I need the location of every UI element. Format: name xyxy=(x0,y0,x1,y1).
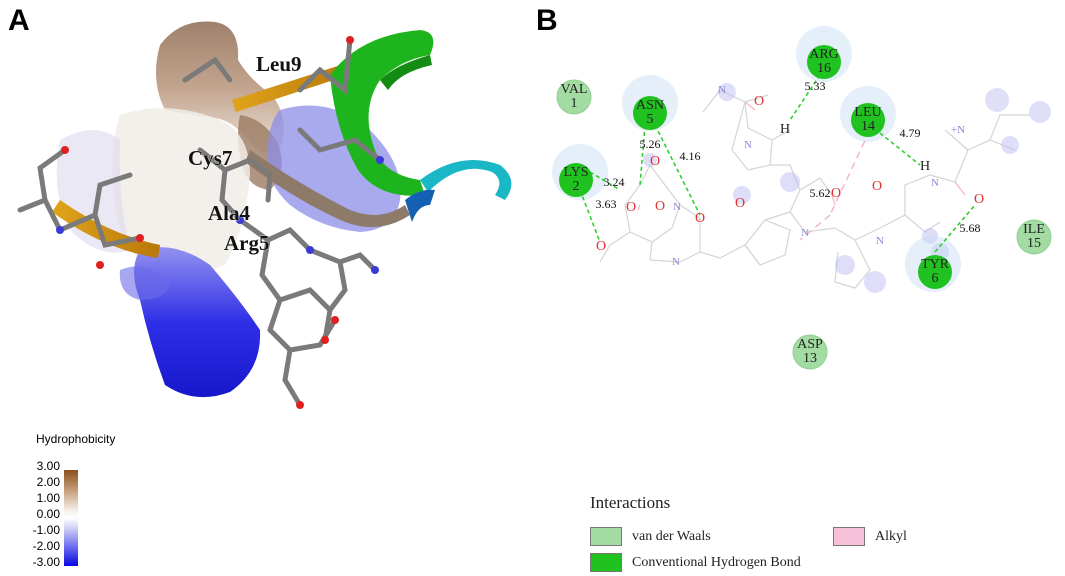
residue-node-val1: VAL 1 xyxy=(556,79,592,115)
hydro-tick: 0.00 xyxy=(36,507,60,521)
hydro-tick: 1.00 xyxy=(36,491,60,505)
legend-item-hbond: Conventional Hydrogen Bond xyxy=(590,553,801,572)
green-helix-edge xyxy=(380,55,432,90)
distance-label: 5.68 xyxy=(960,221,981,235)
atom-label: O xyxy=(596,239,606,254)
distance-label: 5.62 xyxy=(810,186,831,200)
atom-label: N xyxy=(931,177,939,189)
hydrophobicity-color-bar xyxy=(64,470,78,566)
residue-number: 16 xyxy=(817,61,831,76)
residue-name: ASN xyxy=(636,98,664,113)
residue-number: 6 xyxy=(932,271,939,286)
atom-label: O xyxy=(735,196,745,211)
atom-label: H xyxy=(780,122,790,137)
surface-hydrophilic-lower-left xyxy=(119,266,170,300)
distance-label: 4.16 xyxy=(680,149,701,163)
legend-label: van der Waals xyxy=(632,528,711,544)
residue-label-arg5: Arg5 xyxy=(224,231,270,255)
atom-label: O xyxy=(831,186,841,201)
binding-scene-3d: Leu9 Cys7 Ala4 Arg5 xyxy=(17,21,512,409)
atom-label: H xyxy=(920,159,930,174)
blue-tube xyxy=(405,189,435,222)
atom-label: N xyxy=(744,139,752,151)
distance-label: 3.24 xyxy=(604,175,625,189)
hydro-tick: -2.00 xyxy=(32,539,60,553)
panel-label-b: B xyxy=(536,4,558,37)
residue-label-ala4: Ala4 xyxy=(208,201,251,225)
distance-label: 5.33 xyxy=(805,79,826,93)
atom-label: O xyxy=(655,199,665,214)
legend-item-alkyl: Alkyl xyxy=(833,527,907,546)
legend-swatch-hbond xyxy=(590,553,622,572)
residue-name: ILE xyxy=(1023,222,1045,237)
distance-label: 4.79 xyxy=(900,126,921,140)
legend-label: Conventional Hydrogen Bond xyxy=(632,554,801,570)
legend-label: Alkyl xyxy=(875,528,907,544)
ligand-skeleton xyxy=(599,89,1030,289)
hydrophobicity-title: Hydrophobicity xyxy=(36,432,116,446)
brown-tube xyxy=(245,150,410,228)
residue-node-asp13: ASP 13 xyxy=(792,334,828,370)
cyan-tube xyxy=(420,160,512,200)
residue-name: TYR xyxy=(921,257,950,272)
interaction-diagram-2d: N O H H N O O O O O O N O N O N N +N N O… xyxy=(552,26,1052,370)
residue-node-tyr6: TYR 6 xyxy=(918,255,952,289)
residue-number: 5 xyxy=(647,112,654,127)
residue-node-arg16: ARG 16 xyxy=(807,45,841,79)
distance-label: 3.63 xyxy=(596,197,617,211)
gold-strand-left xyxy=(52,200,160,258)
alkyl-lines xyxy=(799,129,871,241)
atom-label: O xyxy=(695,211,705,226)
legend-title: Interactions xyxy=(590,493,671,512)
surface-hydrophilic-bottom xyxy=(134,247,261,398)
residue-number: 2 xyxy=(573,179,580,194)
hydrogen-bond-lines xyxy=(579,74,976,253)
atom-label: O xyxy=(754,94,764,109)
hydro-tick: 3.00 xyxy=(36,459,60,473)
atom-label: N xyxy=(801,227,809,239)
atom-label: +N xyxy=(951,124,965,136)
residue-name: LEU xyxy=(854,105,881,120)
residue-label-cys7: Cys7 xyxy=(188,146,232,170)
panel-label-a: A xyxy=(8,4,30,37)
residue-node-leu14: LEU 14 xyxy=(851,103,885,137)
residue-name: ARG xyxy=(809,47,839,62)
atom-label: N xyxy=(876,235,884,247)
atom-label: N xyxy=(673,201,681,213)
residue-name: VAL xyxy=(561,82,588,97)
residue-number: 1 xyxy=(571,96,578,111)
residue-name: ASP xyxy=(797,337,823,352)
residue-number: 13 xyxy=(803,351,817,366)
residue-node-ile15: ILE 15 xyxy=(1016,219,1052,255)
hydro-tick: -1.00 xyxy=(32,523,60,537)
surface-neutral xyxy=(112,108,250,274)
atom-label: O xyxy=(872,179,882,194)
legend-item-vdw: van der Waals xyxy=(590,527,711,546)
residue-node-asn5: ASN 5 xyxy=(633,96,667,130)
green-helix xyxy=(330,30,434,196)
residue-number: 14 xyxy=(861,119,875,134)
ligand-atoms xyxy=(56,36,384,409)
atom-label: O xyxy=(650,154,660,169)
atom-label: N xyxy=(672,256,680,268)
alkyl-cloud xyxy=(643,83,1051,293)
residue-label-leu9: Leu9 xyxy=(256,52,302,76)
hydro-tick: -3.00 xyxy=(32,555,60,569)
atom-label: O xyxy=(974,192,984,207)
ligand-bond-accents xyxy=(637,101,966,223)
residue-halos xyxy=(552,26,961,292)
hydro-tick: 2.00 xyxy=(36,475,60,489)
distance-label: 5.26 xyxy=(640,137,661,151)
residue-number: 15 xyxy=(1027,236,1041,251)
legend-swatch-alkyl xyxy=(833,527,865,546)
residue-name: LYS xyxy=(563,165,588,180)
legend-swatch-vdw xyxy=(590,527,622,546)
ligand-atom-labels: N O H H N O O O O O O N O N O N N +N N O xyxy=(596,84,984,268)
atom-label: O xyxy=(626,200,636,215)
residue-node-lys2: LYS 2 xyxy=(559,163,593,197)
ligand-sticks xyxy=(17,37,383,408)
atom-label: N xyxy=(718,84,726,96)
